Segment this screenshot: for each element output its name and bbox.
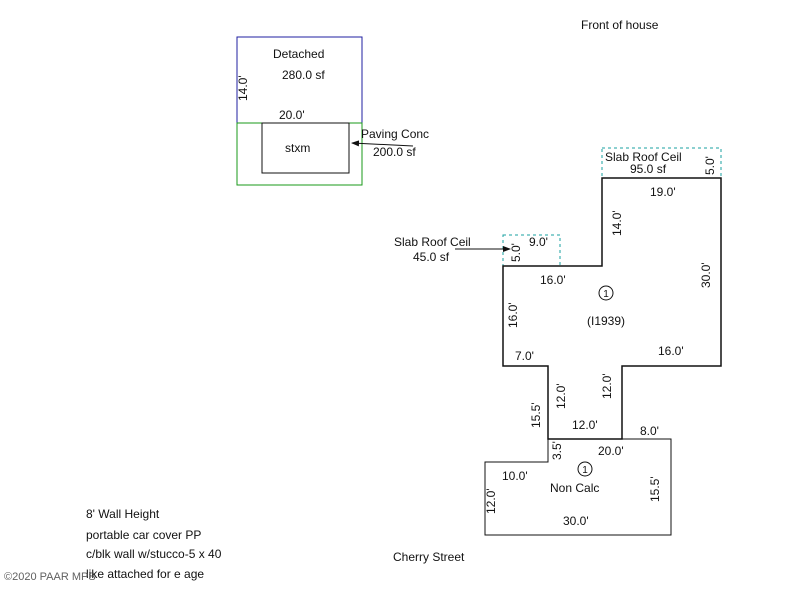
non-calc-label: Non Calc [550, 481, 599, 495]
main-step-dim: 16.0' [540, 273, 566, 287]
detached-width-dim: 20.0' [279, 108, 305, 122]
slab-top-side-dim: 5.0' [703, 156, 717, 175]
wall-height-note: 8' Wall Height [86, 507, 160, 521]
non-calc-marker-circle [577, 461, 593, 477]
car-cover-note: portable car cover PP [86, 528, 202, 542]
stxm-label: stxm [285, 141, 310, 155]
detached-area: 280.0 sf [282, 68, 325, 82]
main-neck-bottom-dim: 12.0' [572, 418, 598, 432]
slab-left-width-dim: 9.0' [529, 235, 548, 249]
stxm-box [261, 122, 350, 174]
main-left-long-dim: 15.5' [529, 402, 543, 428]
non-calc-outline [484, 438, 672, 536]
non-calc-bottom-dim: 30.0' [563, 514, 589, 528]
main-bottom-left-dim: 7.0' [515, 349, 534, 363]
main-marker-circle [598, 285, 614, 301]
copyright-watermark: ©2020 PAAR MPS [4, 571, 96, 583]
detached-depth-dim: 14.0' [236, 75, 250, 101]
non-calc-right-dim: 15.5' [648, 476, 662, 502]
front-of-house-label: Front of house [581, 18, 659, 32]
main-neck-left-dim: 12.0' [554, 383, 568, 409]
non-calc-marker-number: 1 [582, 465, 588, 476]
slab-left-name: Slab Roof Ceil [394, 235, 471, 249]
main-neck-right-dim: 12.0' [600, 373, 614, 399]
main-top-dim: 19.0' [650, 185, 676, 199]
main-right-dim: 30.0' [699, 262, 713, 288]
attached-note: like attached for e age [86, 567, 205, 581]
slab-top-outline [601, 147, 722, 179]
block-wall-note: c/blk wall w/stucco-5 x 40 [86, 547, 222, 561]
main-bottom-right-dim: 16.0' [658, 344, 684, 358]
slab-left-side-dim: 5.0' [509, 243, 523, 262]
non-calc-top-left-dim: 10.0' [502, 469, 528, 483]
detached-name: Detached [273, 47, 324, 61]
non-calc-right-top-dim: 8.0' [640, 424, 659, 438]
paving-area: 200.0 sf [373, 145, 416, 159]
street-label: Cherry Street [393, 550, 465, 564]
non-calc-top-dim: 20.0' [598, 444, 624, 458]
slab-left-area: 45.0 sf [413, 250, 450, 264]
main-marker-number: 1 [603, 289, 609, 300]
slab-top-area: 95.0 sf [630, 162, 667, 176]
main-year-label: (I1939) [587, 314, 625, 328]
main-upper-left-dim: 14.0' [610, 210, 624, 236]
paving-name: Paving Conc [361, 127, 429, 141]
non-calc-left-dim: 12.0' [484, 488, 498, 514]
slab-top-name: Slab Roof Ceil [605, 150, 682, 164]
paving-arrow [351, 140, 414, 147]
non-calc-small-step-dim: 3.5' [550, 441, 564, 460]
main-left-dim: 16.0' [506, 302, 520, 328]
